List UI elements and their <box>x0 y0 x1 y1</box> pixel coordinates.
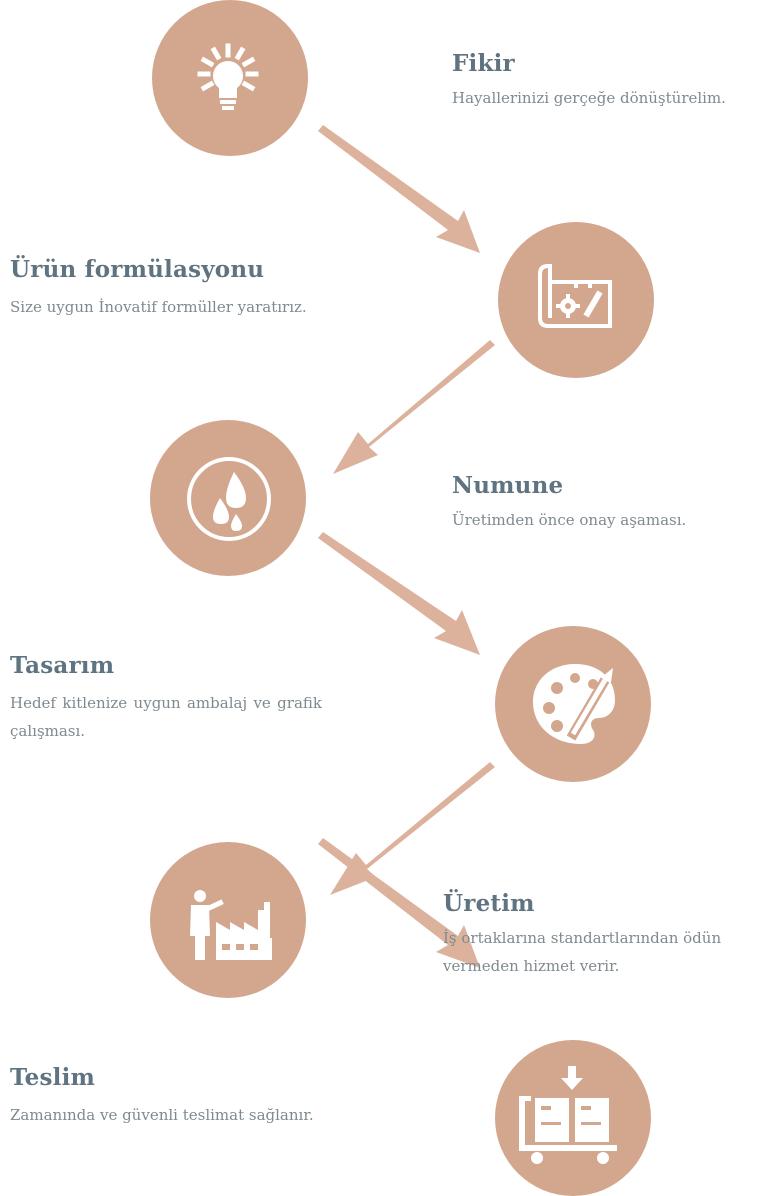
arrow-formulasyon-to-numune <box>333 340 495 474</box>
step-fikir-title: Fikir <box>452 50 515 77</box>
step-uretim-description: İş ortaklarına standartlarından ödün ver… <box>443 929 722 975</box>
step-numune-title: Numune <box>452 472 564 499</box>
step-numune-description: Üretimden önce onay aşaması. <box>452 511 687 529</box>
step-teslim-description: Zamanında ve güvenli teslimat sağlanır. <box>10 1106 314 1124</box>
arrow-numune-to-tasarim <box>318 532 480 655</box>
step-uretim-title: Üretim <box>443 890 535 917</box>
step-tasarim-title: Tasarım <box>10 652 115 679</box>
blueprint-icon <box>538 264 612 328</box>
arrow-uretim-to-teslim <box>318 838 480 968</box>
arrow-fikir-to-formulasyon <box>318 125 480 253</box>
step-formulasyon-title: Ürün formülasyonu <box>10 256 265 283</box>
step-formulasyon-description: Size uygun İnovatif formüller yaratırız. <box>10 298 307 316</box>
delivery-cart-icon <box>519 1066 617 1164</box>
step-numune-circle <box>150 420 306 576</box>
drops-icon <box>187 457 271 541</box>
step-tasarim-circle <box>495 626 651 782</box>
step-fikir-description: Hayallerinizi gerçeğe dönüştürelim. <box>452 89 726 107</box>
step-teslim-title: Teslim <box>10 1064 96 1091</box>
step-formulasyon-circle <box>498 222 654 378</box>
arrow-tasarim-to-uretim <box>330 762 495 895</box>
step-fikir-circle <box>152 0 308 156</box>
step-uretim-circle <box>150 842 306 998</box>
lightbulb-icon <box>197 43 259 110</box>
palette-icon <box>533 664 615 744</box>
factory-icon <box>190 890 272 960</box>
step-teslim-circle <box>495 1040 651 1196</box>
step-tasarim-description: Hedef kitlenize uygun ambalaj ve grafik … <box>10 694 322 740</box>
